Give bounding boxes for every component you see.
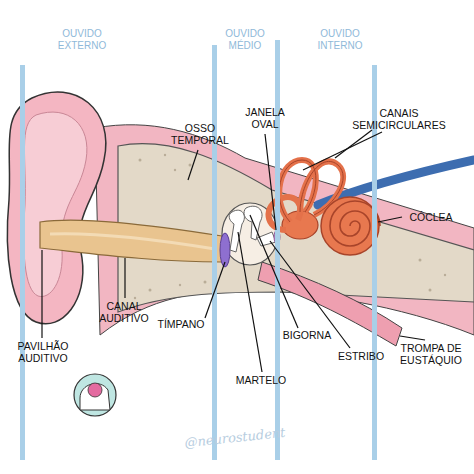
part-label: ESTRIBO [330,350,392,362]
logo [74,374,116,416]
part-label: BIGORNA [276,329,338,341]
section-bars [20,40,377,460]
section-heading: OUVIDO MÉDIO [215,28,275,52]
part-label: PAVILHÃO AUDITIVO [0,340,86,364]
part-label: JANELA OVAL [240,106,290,130]
malleus [229,210,244,252]
part-label: CANAIS SEMICIRCULARES [342,107,456,131]
part-label: OSSO TEMPORAL [170,122,230,146]
part-label: TÍMPANO [148,318,214,330]
watermark: @neurostudent [150,423,320,453]
leader-lines [42,130,425,372]
ear-canal [40,220,222,262]
part-label: MARTELO [230,374,292,386]
section-heading: OUVIDO EXTERNO [52,28,112,52]
part-label: CANAL AUDITIVO [84,300,164,324]
part-label: CÓCLEA [400,211,462,223]
part-label: TROMPA DE EUSTÁQUIO [398,342,464,366]
tympanum [220,233,230,267]
section-heading: OUVIDO INTERNO [305,28,375,52]
pinna-fold [24,112,87,296]
canal-highlight [50,234,215,249]
cochlea [321,197,379,255]
